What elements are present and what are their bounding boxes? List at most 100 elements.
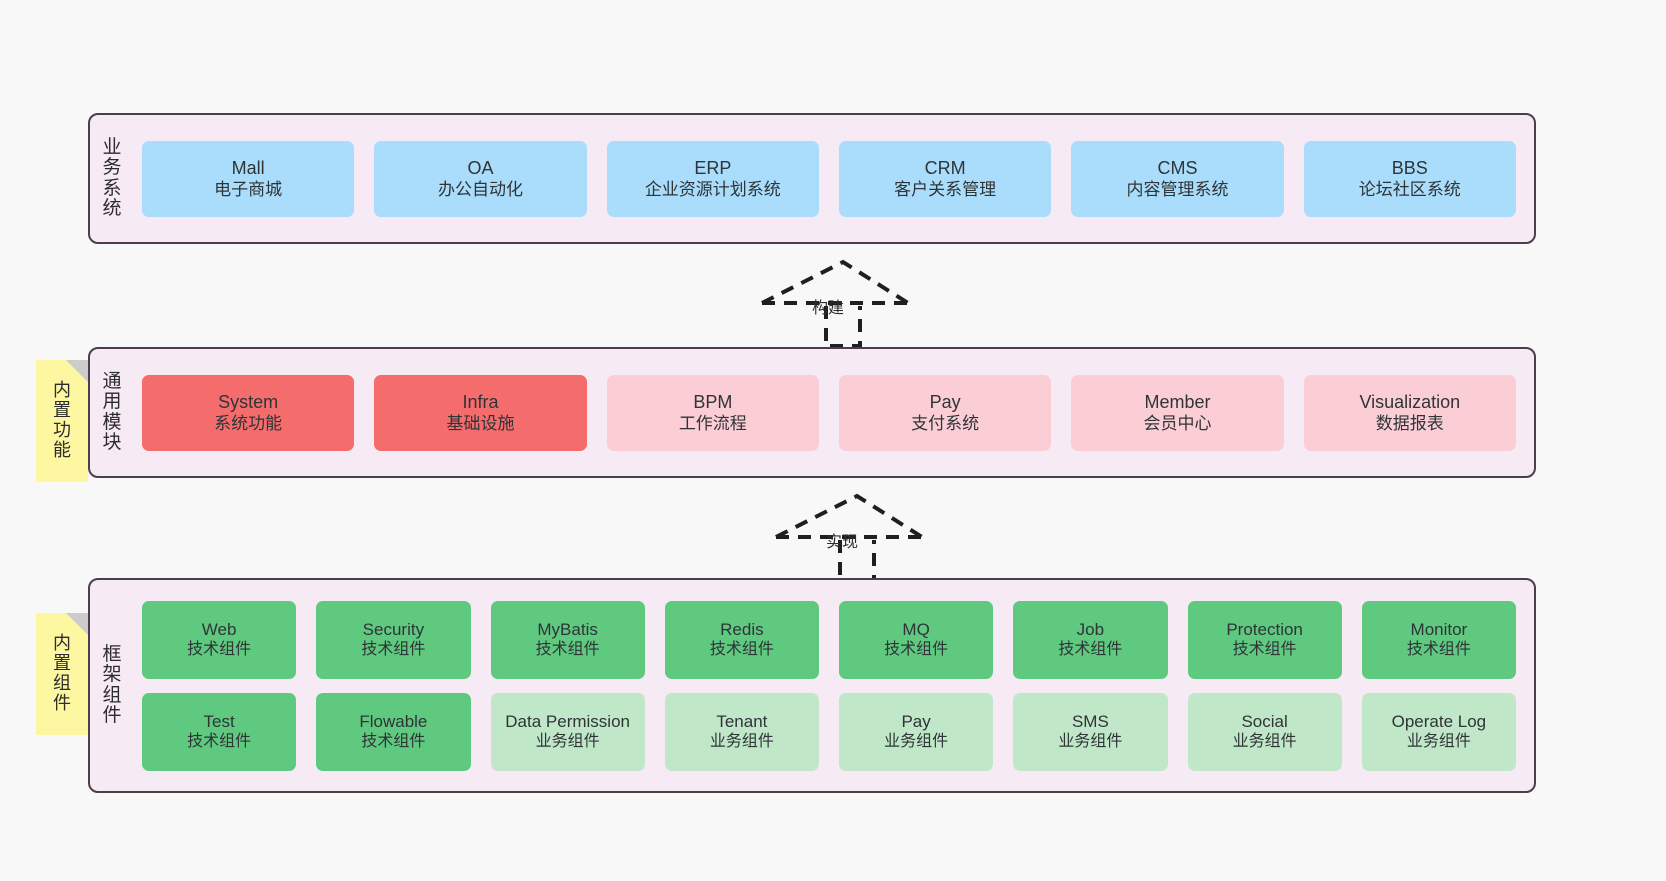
card-title: Visualization <box>1359 391 1461 412</box>
card-bpm[interactable]: BPM 工作流程 <box>606 374 819 451</box>
card-subtitle: 客户关系管理 <box>894 180 997 200</box>
card-subtitle: 技术组件 <box>535 641 600 659</box>
card-system[interactable]: System 系统功能 <box>142 374 355 451</box>
card-oa[interactable]: OA 办公自动化 <box>374 140 587 217</box>
card-sms[interactable]: SMS 业务组件 <box>1013 692 1168 771</box>
card-tenant[interactable]: Tenant 业务组件 <box>664 692 819 771</box>
card-subtitle: 技术组件 <box>361 733 426 751</box>
note-builtin-components[interactable]: 内置组件 <box>36 613 88 735</box>
card-erp[interactable]: ERP 企业资源计划系统 <box>606 140 819 217</box>
card-subtitle: 办公自动化 <box>437 180 523 200</box>
card-title: System <box>218 391 279 412</box>
card-title: Web <box>201 620 237 640</box>
layer-body-business: Mall 电子商城 OA 办公自动化 ERP 企业资源计划系统 CRM 客户关系… <box>134 115 1534 242</box>
card-title: MyBatis <box>537 620 598 640</box>
card-title: CMS <box>1157 157 1198 178</box>
card-title: SMS <box>1071 712 1109 732</box>
card-bbs[interactable]: BBS 论坛社区系统 <box>1303 140 1516 217</box>
card-subtitle: 业务组件 <box>535 733 600 751</box>
card-title: BBS <box>1391 157 1428 178</box>
card-title: Tenant <box>716 712 768 732</box>
card-visualization[interactable]: Visualization 数据报表 <box>1303 374 1516 451</box>
card-pay[interactable]: Pay 支付系统 <box>838 374 1052 451</box>
connector-build-label: 构建 <box>812 300 845 317</box>
card-title: Job <box>1076 620 1105 640</box>
card-title: Protection <box>1226 620 1303 640</box>
card-test[interactable]: Test 技术组件 <box>142 692 297 771</box>
generalization-arrow-icon <box>761 259 910 348</box>
card-title: Security <box>362 620 425 640</box>
card-subtitle: 支付系统 <box>911 414 980 434</box>
card-subtitle: 技术组件 <box>884 641 949 659</box>
card-subtitle: 技术组件 <box>709 641 774 659</box>
note-text: 内置功能 <box>53 380 71 460</box>
card-title: Infra <box>462 391 499 412</box>
card-title: ERP <box>694 157 732 178</box>
card-subtitle: 技术组件 <box>187 733 252 751</box>
card-subtitle: 技术组件 <box>1406 641 1471 659</box>
note-text: 内置组件 <box>53 633 71 713</box>
card-title: MQ <box>902 620 930 640</box>
card-subtitle: 业务组件 <box>884 733 949 751</box>
connector-implement-label: 实现 <box>826 534 859 551</box>
card-subtitle: 技术组件 <box>1058 641 1123 659</box>
layer-body-framework: Web 技术组件 Security 技术组件 MyBatis 技术组件 Redi… <box>134 580 1534 791</box>
card-subtitle: 技术组件 <box>361 641 426 659</box>
card-title: CRM <box>924 157 966 178</box>
layer-label-business: 业务系统 <box>102 137 122 219</box>
card-mybatis[interactable]: MyBatis 技术组件 <box>490 600 645 679</box>
card-web[interactable]: Web 技术组件 <box>142 600 297 679</box>
card-subtitle: 业务组件 <box>1058 733 1123 751</box>
layer-business-systems[interactable]: 业务系统 Mall 电子商城 OA 办公自动化 ERP 企业资源计划系统 CRM <box>88 113 1536 244</box>
card-infra[interactable]: Infra 基础设施 <box>374 374 587 451</box>
card-subtitle: 技术组件 <box>187 641 252 659</box>
card-subtitle: 电子商城 <box>214 180 283 200</box>
card-subtitle: 数据报表 <box>1375 414 1444 434</box>
connector-implement: 实现 <box>766 492 926 582</box>
card-redis[interactable]: Redis 技术组件 <box>664 600 819 679</box>
card-protection[interactable]: Protection 技术组件 <box>1187 600 1342 679</box>
card-data-permission[interactable]: Data Permission 业务组件 <box>490 692 645 771</box>
card-security[interactable]: Security 技术组件 <box>316 600 471 679</box>
card-job[interactable]: Job 技术组件 <box>1013 600 1168 679</box>
card-title: OA <box>467 157 494 178</box>
card-monitor[interactable]: Monitor 技术组件 <box>1361 600 1516 679</box>
card-operate-log[interactable]: Operate Log 业务组件 <box>1361 692 1516 771</box>
layer-label-module: 通用模块 <box>102 371 122 453</box>
card-mall[interactable]: Mall 电子商城 <box>142 140 355 217</box>
card-subtitle: 会员中心 <box>1143 414 1212 434</box>
row-module-1: System 系统功能 Infra 基础设施 BPM 工作流程 Pay 支付系统… <box>142 374 1516 451</box>
card-title: Data Permission <box>505 712 630 732</box>
card-subtitle: 业务组件 <box>1406 733 1471 751</box>
card-subtitle: 论坛社区系统 <box>1358 180 1461 200</box>
card-social[interactable]: Social 业务组件 <box>1187 692 1342 771</box>
card-mq[interactable]: MQ 技术组件 <box>839 600 994 679</box>
layer-common-modules[interactable]: 通用模块 System 系统功能 Infra 基础设施 BPM 工作流程 Pay <box>88 347 1536 478</box>
card-subtitle: 基础设施 <box>446 414 515 434</box>
note-fold-corner-icon <box>66 613 88 635</box>
card-title: Redis <box>720 620 764 640</box>
card-flowable[interactable]: Flowable 技术组件 <box>316 692 471 771</box>
card-pay-biz[interactable]: Pay 业务组件 <box>839 692 994 771</box>
note-builtin-features[interactable]: 内置功能 <box>36 360 88 482</box>
row-framework-1: Web 技术组件 Security 技术组件 MyBatis 技术组件 Redi… <box>142 600 1516 679</box>
card-title: Pay <box>901 712 931 732</box>
card-crm[interactable]: CRM 客户关系管理 <box>838 140 1052 217</box>
card-title: Member <box>1144 391 1211 412</box>
card-title: Pay <box>929 391 961 412</box>
card-member[interactable]: Member 会员中心 <box>1071 374 1284 451</box>
layer-framework-components[interactable]: 框架组件 Web 技术组件 Security 技术组件 MyBatis 技术组件… <box>88 578 1536 793</box>
card-title: Test <box>203 712 235 732</box>
connector-build: 构建 <box>752 258 912 348</box>
card-subtitle: 技术组件 <box>1232 641 1297 659</box>
card-title: Mall <box>231 157 265 178</box>
layer-label-framework: 框架组件 <box>102 644 122 726</box>
layer-body-module: System 系统功能 Infra 基础设施 BPM 工作流程 Pay 支付系统… <box>134 349 1534 476</box>
card-subtitle: 业务组件 <box>709 733 774 751</box>
card-subtitle: 企业资源计划系统 <box>644 180 781 200</box>
row-framework-2: Test 技术组件 Flowable 技术组件 Data Permission … <box>142 692 1516 771</box>
card-subtitle: 工作流程 <box>678 414 747 434</box>
card-title: BPM <box>693 391 733 412</box>
card-cms[interactable]: CMS 内容管理系统 <box>1071 140 1284 217</box>
card-subtitle: 系统功能 <box>214 414 283 434</box>
